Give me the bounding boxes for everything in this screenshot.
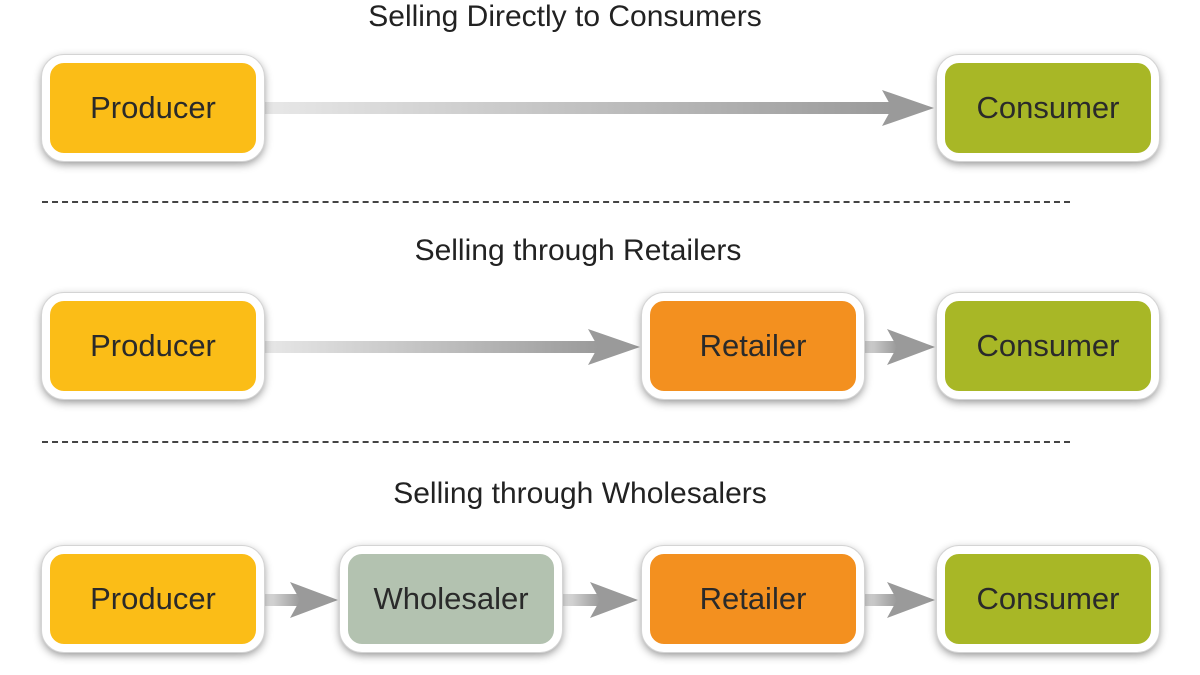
node-label: Wholesaler — [373, 581, 529, 616]
node-label: Consumer — [976, 328, 1120, 363]
node-label: Producer — [90, 328, 216, 363]
node-consumer: Consumer — [937, 55, 1159, 161]
node-producer: Producer — [42, 55, 264, 161]
node-label: Producer — [90, 90, 216, 125]
node-label: Consumer — [976, 90, 1120, 125]
node-wholesaler: Wholesaler — [340, 546, 562, 652]
section-title-retailers: Selling through Retailers — [414, 234, 742, 267]
section-title-wholesalers: Selling through Wholesalers — [393, 477, 767, 510]
node-retailer: Retailer — [642, 293, 864, 399]
section-title-direct: Selling Directly to Consumers — [368, 0, 762, 33]
node-label: Retailer — [699, 581, 807, 616]
node-label: Consumer — [976, 581, 1120, 616]
node-retailer: Retailer — [642, 546, 864, 652]
divider-1 — [42, 201, 1070, 203]
arrow-retailer-to-consumer — [857, 329, 935, 365]
node-consumer: Consumer — [937, 293, 1159, 399]
divider-2 — [42, 441, 1070, 443]
node-label: Producer — [90, 581, 216, 616]
node-producer: Producer — [42, 546, 264, 652]
arrow-wholesaler-to-retailer — [560, 582, 638, 618]
node-producer: Producer — [42, 293, 264, 399]
arrow-producer-to-retailer — [262, 329, 640, 365]
arrow-producer-to-consumer — [262, 90, 934, 126]
arrow-retailer-to-consumer — [857, 582, 935, 618]
arrow-producer-to-wholesaler — [262, 582, 338, 618]
node-consumer: Consumer — [937, 546, 1159, 652]
node-label: Retailer — [699, 328, 807, 363]
